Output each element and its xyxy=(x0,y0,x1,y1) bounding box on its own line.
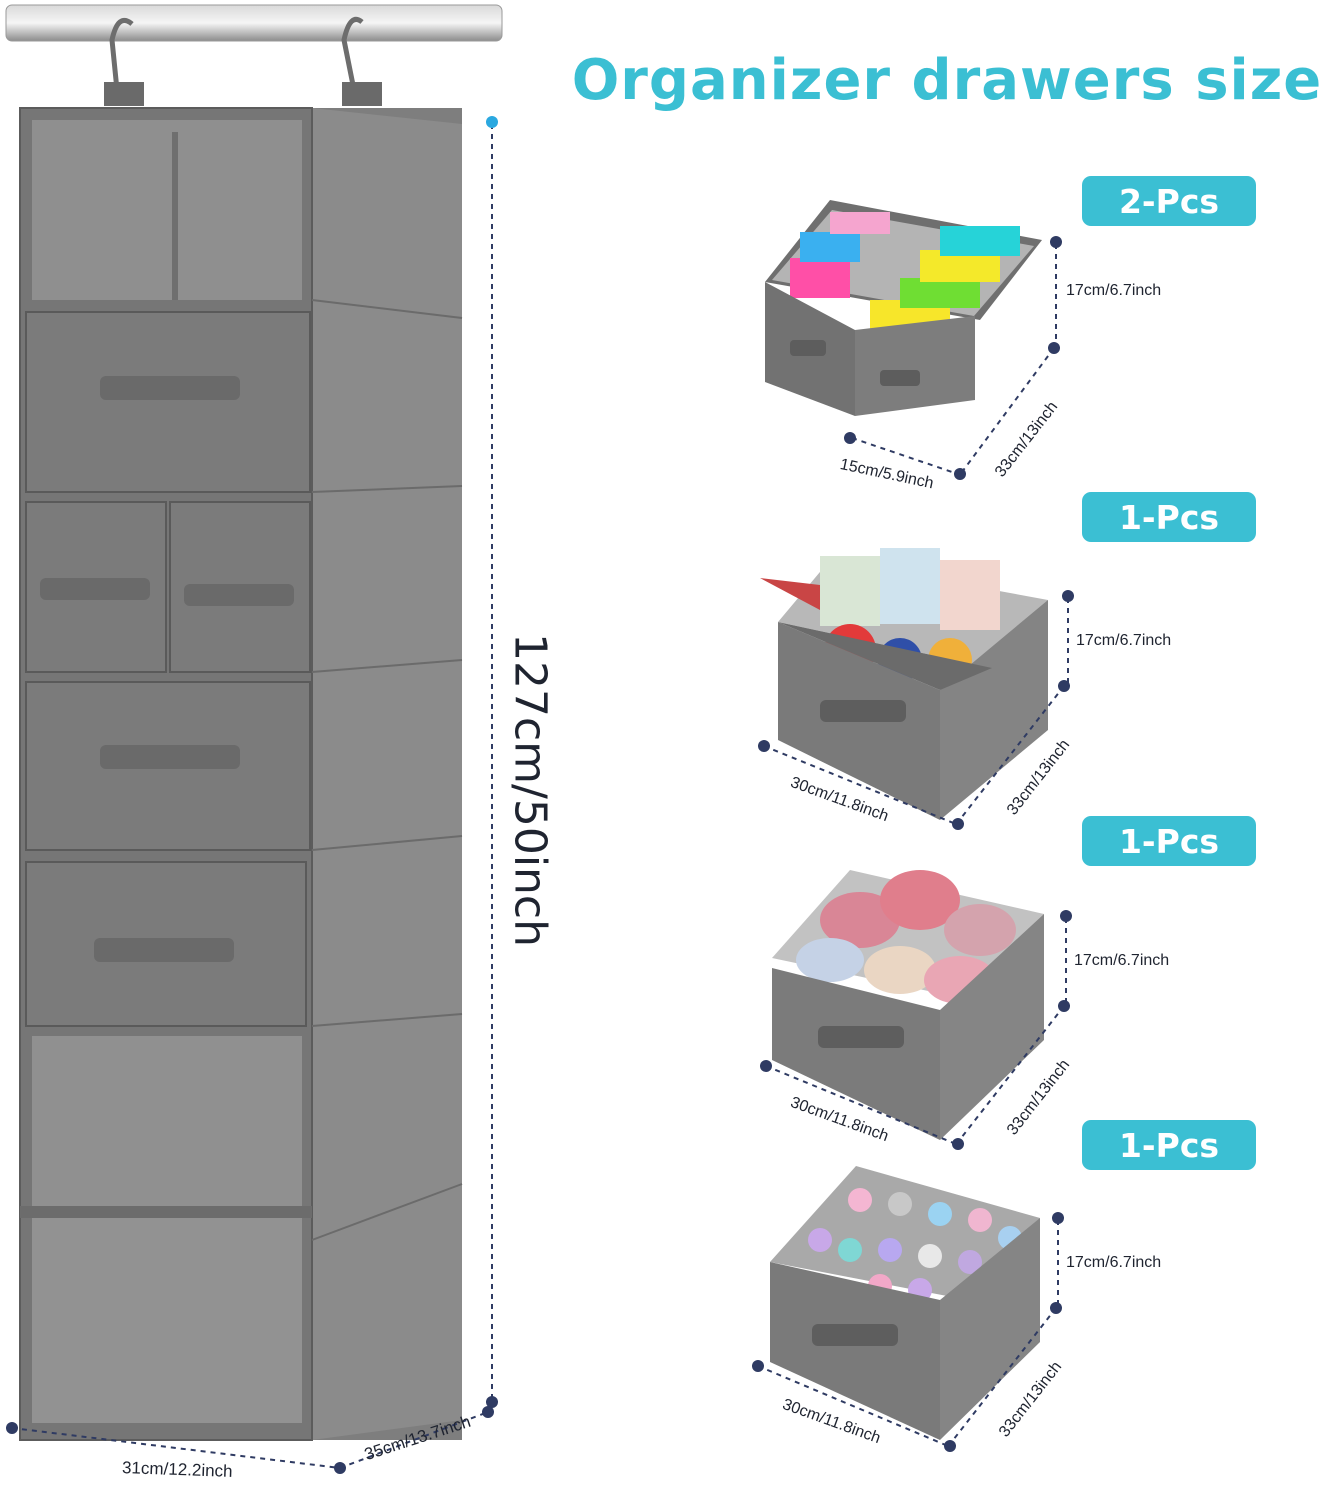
drawer-set-4-height-label: 17cm/6.7inch xyxy=(1066,1254,1162,1271)
closet-rod xyxy=(5,4,503,42)
organizer-width-dimension xyxy=(11,1411,489,1469)
drawer-set-1-image xyxy=(765,200,1042,416)
drawer-set-2-badge: 1-Pcs xyxy=(1082,492,1256,542)
drawer-set-2-height-label: 17cm/6.7inch xyxy=(1076,632,1172,649)
drawer-set-1-badge: 2-Pcs xyxy=(1082,176,1256,226)
hanger-hook-right xyxy=(341,16,364,101)
drawer-set-3-image xyxy=(772,870,1044,1140)
hanging-organizer xyxy=(19,107,463,1441)
organizer-height-label: 127cm/50inch xyxy=(504,632,556,948)
drawer-set-3-height-label: 17cm/6.7inch xyxy=(1074,952,1170,969)
drawer-set-4-image xyxy=(770,1166,1040,1440)
organizer-width-label: 31cm/12.2inch xyxy=(121,1458,233,1481)
drawer-set-4-badge: 1-Pcs xyxy=(1082,1120,1256,1170)
drawer-set-1-height-label: 17cm/6.7inch xyxy=(1066,282,1162,299)
drawer-set-3-badge: 1-Pcs xyxy=(1082,816,1256,866)
hanger-hook-left xyxy=(109,18,134,101)
page-title: Organizer drawers size xyxy=(571,48,1323,113)
drawer-set-2-image xyxy=(760,548,1048,820)
